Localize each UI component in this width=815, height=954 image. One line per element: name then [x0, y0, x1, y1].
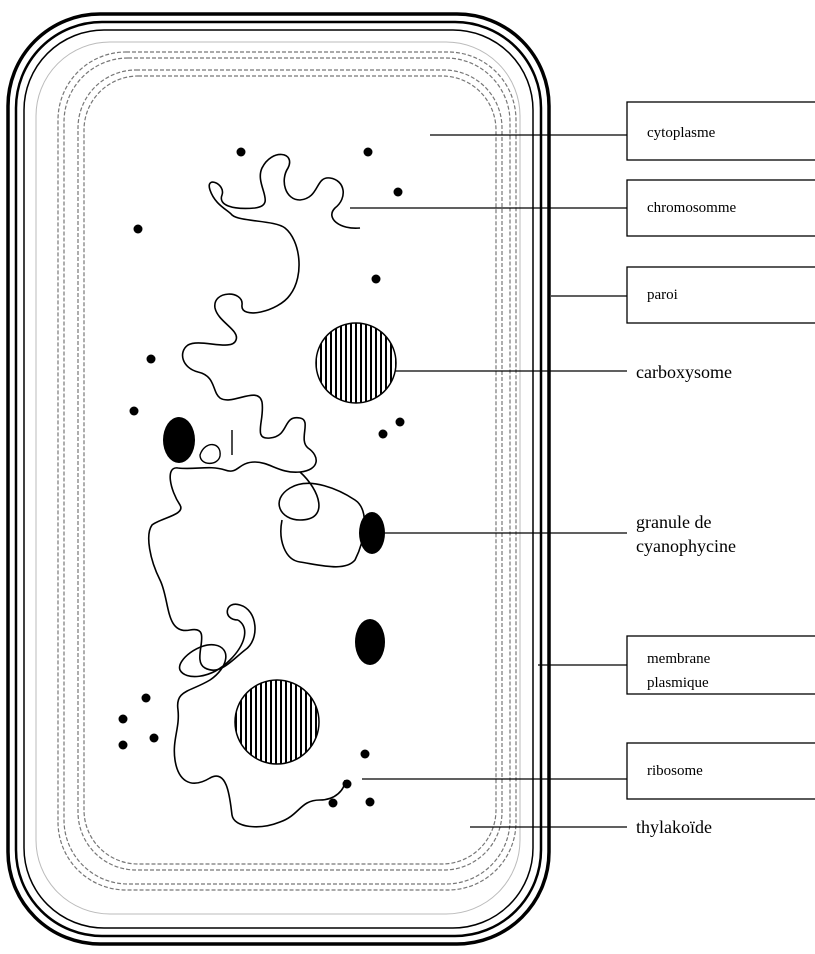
ribosome-dot — [130, 407, 139, 416]
ribosome-dot — [134, 225, 143, 234]
ribosome-dot — [366, 798, 375, 807]
ribosome-dot — [343, 780, 352, 789]
label-paroi: paroi — [647, 287, 678, 303]
label-membrane-line2: plasmique — [647, 675, 709, 691]
ribosome-dot — [379, 430, 388, 439]
ribosome-dot — [396, 418, 405, 427]
chromosome-continued — [279, 472, 364, 567]
label-chromosomme: chromosomme — [647, 200, 736, 216]
cyanophycin-granule-3 — [355, 619, 385, 665]
ribosome-dot — [119, 741, 128, 750]
label-granule-line1: granule de — [636, 512, 711, 532]
label-box-chromosomme: chromosomme — [627, 180, 815, 236]
ribosome-dot — [394, 188, 403, 197]
label-box-membrane: membrane plasmique — [627, 636, 815, 694]
carboxysome-upper — [316, 323, 396, 403]
ribosome-dot — [119, 715, 128, 724]
label-box-ribosome: ribosome — [627, 743, 815, 799]
chromosome — [149, 154, 360, 670]
ribosome-dot — [147, 355, 156, 364]
plasma-membrane — [36, 42, 520, 914]
label-carboxysome: carboxysome — [636, 362, 732, 382]
cell-wall — [8, 14, 549, 944]
label-cytoplasme: cytoplasme — [647, 125, 716, 141]
label-thylakoide: thylakoïde — [636, 817, 712, 837]
label-granule-line2: cyanophycine — [636, 536, 736, 556]
carboxysome-lower — [235, 680, 319, 764]
ribosome-dot — [237, 148, 246, 157]
label-box-paroi: paroi — [627, 267, 815, 323]
ribosome-dot — [361, 750, 370, 759]
ribosome-dot — [142, 694, 151, 703]
ribosome-dot — [329, 799, 338, 808]
cyanophycin-granule-2 — [359, 512, 385, 554]
ribosome-dot — [150, 734, 159, 743]
leader-lines — [350, 135, 627, 827]
ribosome-dot — [372, 275, 381, 284]
label-box-cytoplasme: cytoplasme — [627, 102, 815, 160]
label-membrane-line1: membrane — [647, 651, 711, 667]
chromosome-loop — [200, 430, 232, 463]
cyanophycin-granule-1 — [163, 417, 195, 463]
label-ribosome: ribosome — [647, 763, 703, 779]
ribosome-dot — [364, 148, 373, 157]
